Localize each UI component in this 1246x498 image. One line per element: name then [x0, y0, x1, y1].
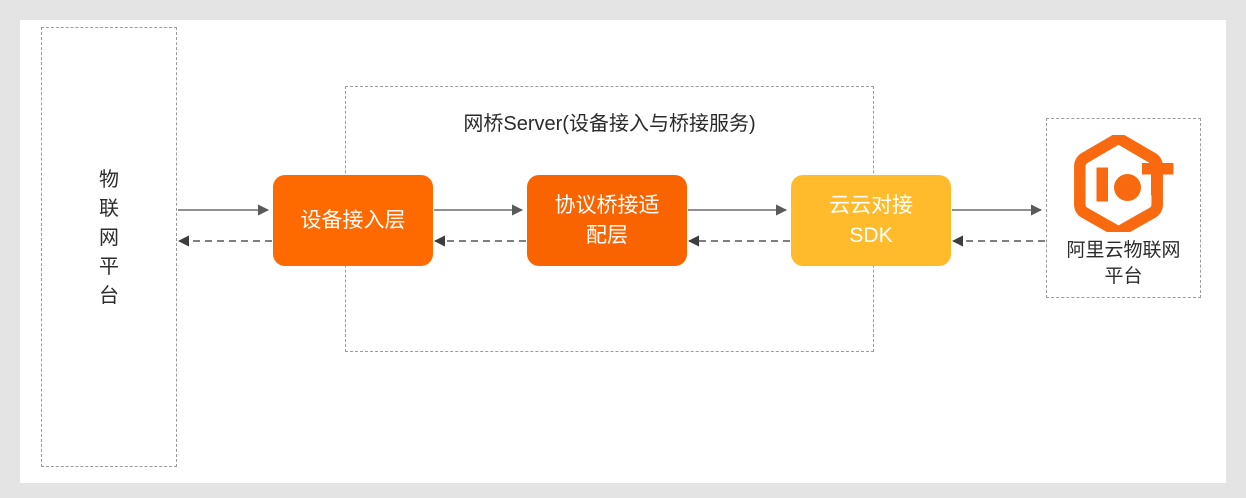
node-protocol-adapter-line-2: 配层: [586, 223, 628, 247]
iot-platform-label-char-5: 台: [99, 285, 119, 307]
node-protocol-adapter-label: 协议桥接适 配层: [555, 191, 660, 251]
diagram-canvas: 物 联 网 平 台 网桥Server(设备接入与桥接服务) 阿里云物联网 平台: [20, 20, 1226, 483]
aliyun-iot-label-line-2: 平台: [1104, 266, 1143, 287]
iot-platform-label-char-4: 平: [99, 256, 119, 278]
iot-platform-label: 物 联 网 平 台: [42, 166, 176, 311]
iot-platform-label-char-2: 联: [99, 198, 119, 220]
node-cloud-sdk[interactable]: 云云对接 SDK: [791, 175, 951, 266]
aliyun-iot-container: 阿里云物联网 平台: [1046, 118, 1201, 298]
bridge-server-title: 网桥Server(设备接入与桥接服务): [463, 113, 756, 135]
iot-platform-container: 物 联 网 平 台: [41, 27, 177, 467]
node-device-access-line-1: 设备接入层: [300, 208, 406, 232]
iot-platform-label-char-3: 网: [99, 227, 119, 249]
node-cloud-sdk-line-1: 云云对接: [829, 193, 913, 217]
node-protocol-adapter-line-1: 协议桥接适: [554, 193, 660, 217]
iot-platform-label-char-1: 物: [99, 169, 119, 191]
aliyun-iot-label-line-1: 阿里云物联网: [1066, 240, 1181, 261]
node-device-access[interactable]: 设备接入层: [273, 175, 433, 266]
node-protocol-adapter[interactable]: 协议桥接适 配层: [527, 175, 687, 266]
aliyun-iot-label: 阿里云物联网 平台: [1066, 238, 1180, 290]
aliyun-iot-logo-icon: [1073, 135, 1173, 232]
node-cloud-sdk-label: 云云对接 SDK: [829, 191, 913, 251]
node-device-access-label: 设备接入层: [301, 206, 406, 236]
node-cloud-sdk-line-2: SDK: [849, 223, 893, 247]
